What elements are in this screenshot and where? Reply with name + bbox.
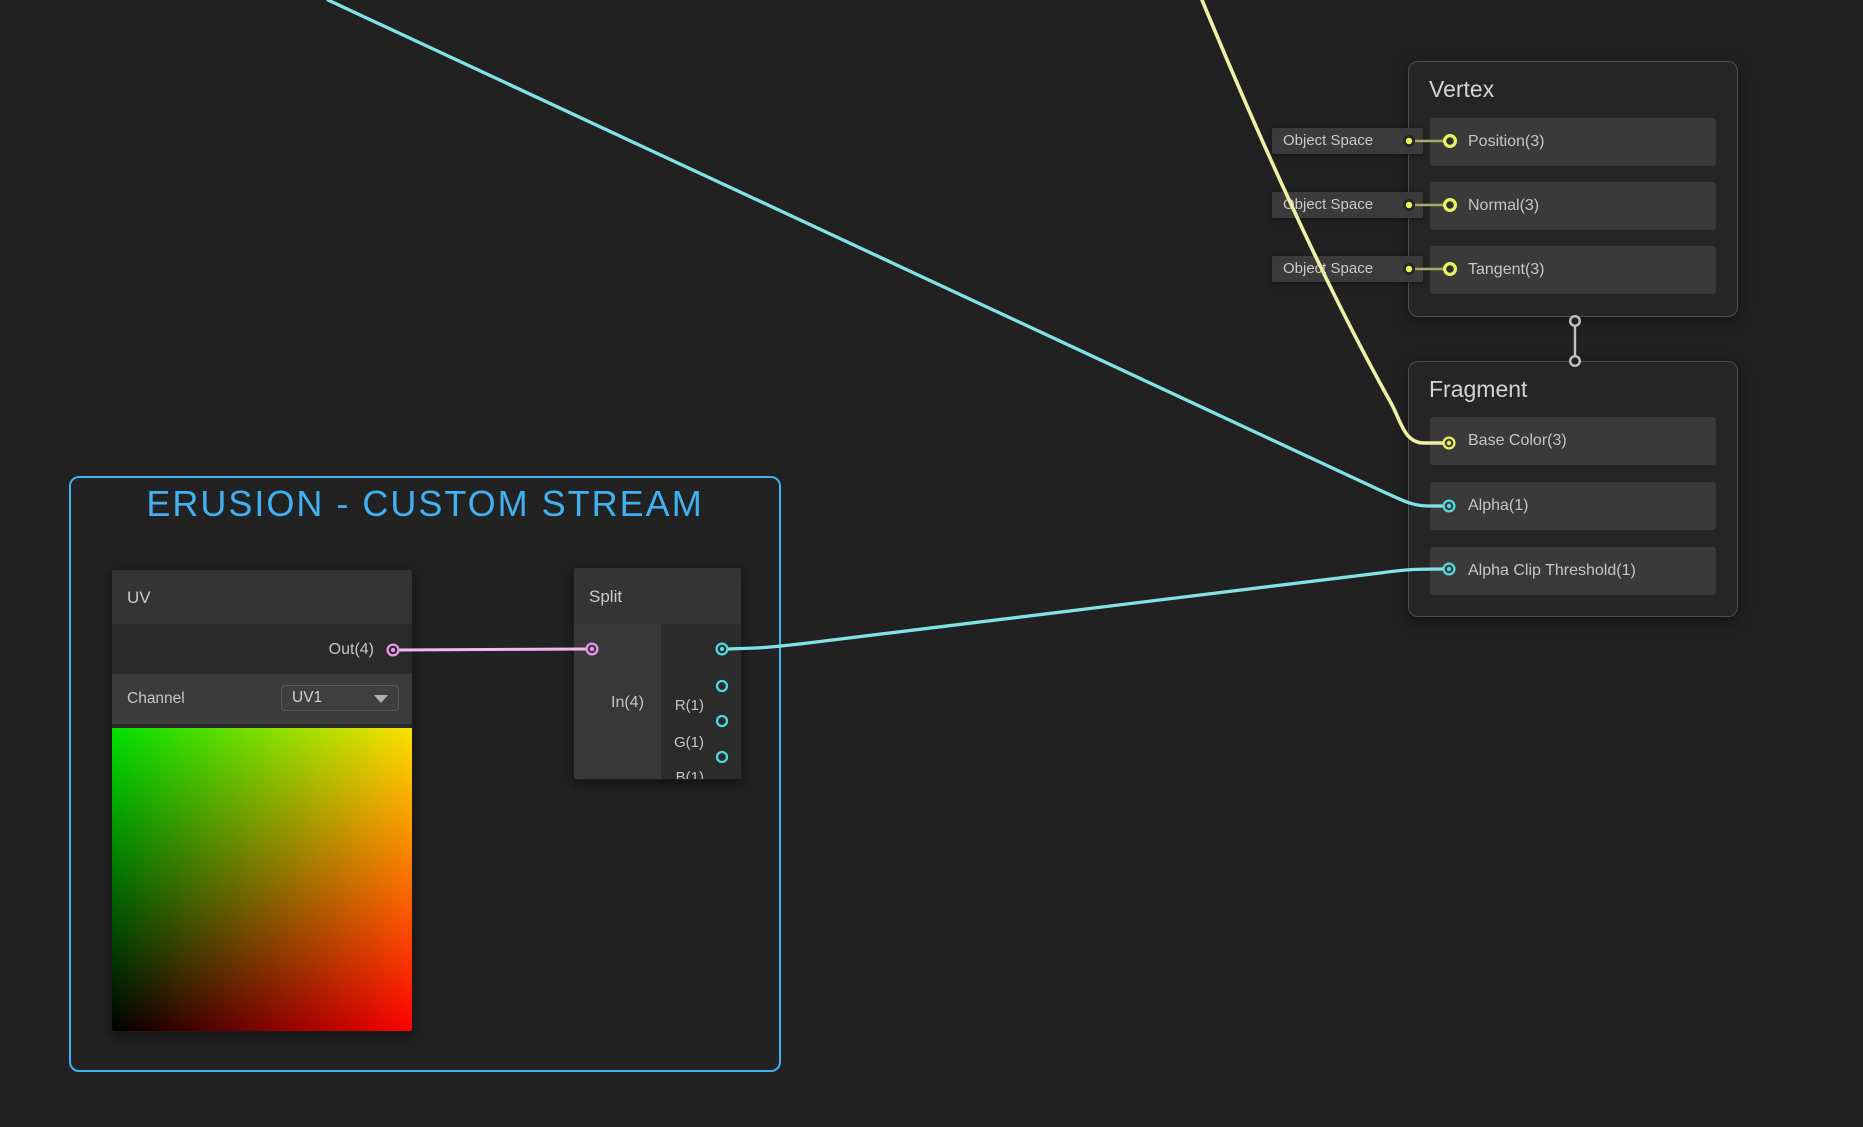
uv-channel-label: Channel bbox=[127, 690, 185, 707]
uv-preview-gradient bbox=[112, 728, 412, 1031]
node-fragment[interactable]: Fragment Base Color(3) Alpha(1) Alpha Cl… bbox=[1408, 361, 1738, 617]
fragment-row-base-color[interactable]: Base Color(3) bbox=[1430, 417, 1716, 465]
vertex-row-tangent[interactable]: Tangent(3) bbox=[1430, 246, 1716, 294]
fragment-row-alpha-clip[interactable]: Alpha Clip Threshold(1) bbox=[1430, 547, 1716, 595]
split-input-column: In(4) bbox=[574, 624, 661, 779]
vertex-tangent-space-field[interactable]: Object Space bbox=[1272, 256, 1423, 282]
node-split-title: Split bbox=[589, 587, 623, 606]
node-uv-title: UV bbox=[127, 588, 151, 607]
split-out-label-b: B(1) bbox=[675, 769, 704, 780]
uv-channel-dropdown[interactable]: UV1 bbox=[281, 685, 399, 711]
vertex-position-space-field[interactable]: Object Space bbox=[1272, 128, 1423, 154]
vertex-tangent-space-value: Object Space bbox=[1283, 260, 1374, 277]
split-out-label-g: G(1) bbox=[674, 734, 704, 751]
fragment-base-color-label: Base Color(3) bbox=[1468, 432, 1567, 449]
stack-connector-top-knob[interactable] bbox=[1568, 315, 1581, 328]
chevron-down-icon bbox=[374, 695, 388, 703]
vertex-normal-space-value: Object Space bbox=[1283, 196, 1374, 213]
vertex-row-normal[interactable]: Normal(3) bbox=[1430, 182, 1716, 230]
vertex-position-space-value: Object Space bbox=[1283, 132, 1374, 149]
wire-to-alpha[interactable] bbox=[326, 0, 1446, 508]
wire-split-r-to-alpha-clip[interactable] bbox=[725, 567, 1446, 651]
node-uv[interactable]: UV Out(4) Channel UV1 bbox=[111, 569, 413, 1032]
node-uv-header[interactable]: UV bbox=[112, 570, 412, 624]
split-out-label-r: R(1) bbox=[674, 697, 704, 714]
node-vertex[interactable]: Vertex Position(3) Normal(3) Tangent(3) bbox=[1408, 61, 1738, 317]
uv-out-label: Out(4) bbox=[328, 641, 374, 658]
node-split-header[interactable]: Split bbox=[574, 568, 741, 624]
split-output-column: R(1) G(1) B(1) A(1) bbox=[661, 624, 741, 780]
group-title[interactable]: ERUSION - CUSTOM STREAM bbox=[146, 483, 704, 524]
node-split[interactable]: Split In(4) R(1) G(1) B(1) A(1) bbox=[573, 567, 742, 780]
split-in-label: In(4) bbox=[611, 694, 644, 711]
vertex-tangent-label: Tangent(3) bbox=[1468, 261, 1545, 278]
vertex-row-position[interactable]: Position(3) bbox=[1430, 118, 1716, 166]
fragment-alpha-label: Alpha(1) bbox=[1468, 497, 1529, 514]
vertex-position-label: Position(3) bbox=[1468, 133, 1545, 150]
fragment-row-alpha[interactable]: Alpha(1) bbox=[1430, 482, 1716, 530]
uv-channel-row: Channel UV1 bbox=[112, 674, 412, 724]
uv-channel-value: UV1 bbox=[292, 689, 323, 706]
uv-out-row: Out(4) bbox=[112, 624, 412, 674]
vertex-normal-label: Normal(3) bbox=[1468, 197, 1540, 214]
fragment-alpha-clip-label: Alpha Clip Threshold(1) bbox=[1468, 562, 1636, 579]
node-vertex-title: Vertex bbox=[1429, 76, 1495, 102]
node-fragment-title: Fragment bbox=[1429, 376, 1528, 402]
vertex-normal-space-field[interactable]: Object Space bbox=[1272, 192, 1423, 218]
